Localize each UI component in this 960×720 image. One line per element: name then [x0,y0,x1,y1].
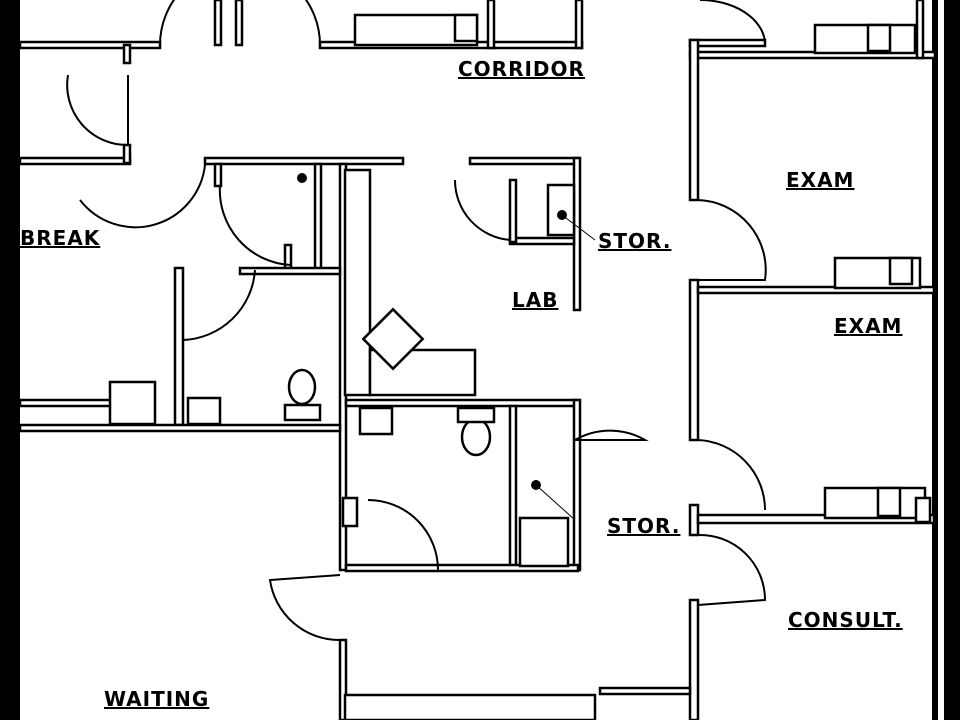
reception-counter [343,693,597,720]
label-exam-2: EXAM [834,314,902,338]
sink-icon [108,380,157,426]
toilet-icon [460,417,492,457]
label-exam-1: EXAM [786,168,854,192]
exterior-wall-left [0,0,20,720]
exterior-wall-right-gap [938,0,944,720]
interior-walls [18,0,937,720]
label-waiting: WAITING [104,687,209,711]
sink-icon [876,486,902,518]
sink-icon [358,406,394,436]
doors [66,0,767,642]
label-consult: CONSULT. [788,608,903,632]
sink-icon [453,13,479,43]
label-stor-1: STOR. [598,229,671,253]
lab-sink-icon [361,307,425,371]
toilet-icon [287,368,317,406]
label-corridor: CORRIDOR [458,57,585,81]
sink-icon [186,396,222,426]
exterior-wall-right [932,0,960,720]
fixtures [108,13,932,720]
label-lab: LAB [512,288,558,312]
label-stor-2: STOR. [607,514,680,538]
sink-icon [866,23,892,53]
label-break: BREAK [20,226,101,250]
sink-icon [888,256,914,286]
